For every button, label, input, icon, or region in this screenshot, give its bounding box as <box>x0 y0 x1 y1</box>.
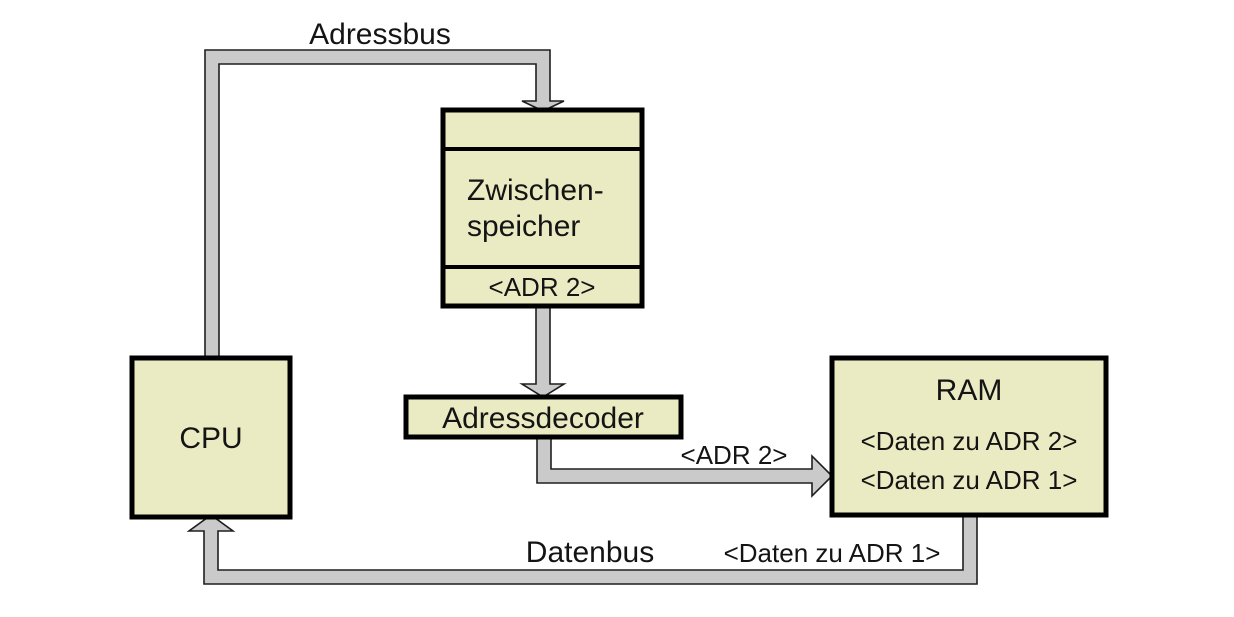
decoder-box <box>403 394 684 440</box>
ram-data-line1-label: <Daten zu ADR 2> <box>861 426 1078 456</box>
buffer-slot-label: <ADR 2> <box>489 272 596 302</box>
ram-label: RAM <box>936 374 1003 407</box>
cpu-label: CPU <box>179 422 242 455</box>
address-bus-arrow <box>204 49 565 359</box>
cpu-box <box>129 355 293 520</box>
buffer-box <box>440 107 645 309</box>
ram-data-line2-label: <Daten zu ADR 1> <box>861 465 1078 495</box>
buffer-label-line1: Zwischen- <box>467 174 604 207</box>
data-bus-label: Datenbus <box>526 536 654 569</box>
decoder-to-ram-arrow <box>536 435 834 498</box>
ram-box <box>829 355 1109 518</box>
buffer-label-line2: speicher <box>467 210 580 243</box>
decoder-label: Adressdecoder <box>442 402 644 435</box>
data-bus-payload-label: <Daten zu ADR 1> <box>724 538 941 568</box>
buffer-to-decoder-arrow <box>519 304 567 398</box>
adr2-payload-label: <ADR 2> <box>681 440 788 470</box>
data-bus-arrow <box>186 512 978 585</box>
address-bus-label: Adressbus <box>309 18 451 51</box>
